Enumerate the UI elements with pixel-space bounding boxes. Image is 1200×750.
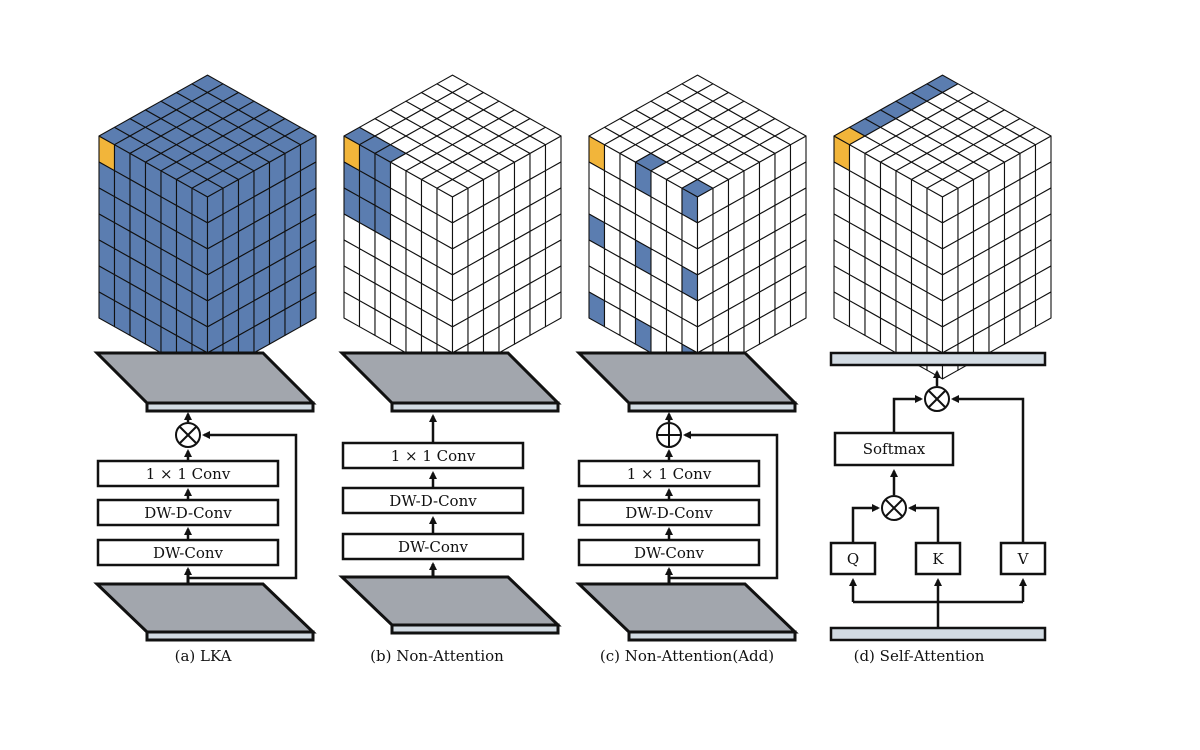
input-plane [338, 575, 562, 635]
dw-conv-label: DW-Conv [634, 544, 705, 562]
input-plane [575, 582, 799, 642]
dw-d-conv-label: DW-D-Conv [144, 504, 232, 522]
output-bar [829, 351, 1047, 367]
output-plane [575, 351, 799, 413]
conv1x1-label: 1 × 1 Conv [391, 447, 476, 465]
conv1x1-box [96, 459, 280, 488]
dw-conv-label: DW-Conv [153, 544, 224, 562]
cube-self-attention [833, 74, 1052, 380]
add-operator [656, 422, 682, 448]
input-plane [93, 582, 317, 642]
conv1x1-box [341, 441, 525, 470]
panel-lka: 1 × 1 Conv DW-D-Conv DW-Conv (a) LKA [93, 351, 317, 665]
caption-lka: (a) LKA [175, 647, 232, 665]
input-bar [829, 626, 1047, 642]
caption-non-attention-add: (c) Non-Attention(Add) [600, 647, 774, 665]
output-plane [338, 351, 562, 413]
cube-lka [98, 74, 317, 380]
dw-conv-box [96, 538, 280, 567]
k-label: K [932, 550, 944, 568]
dw-d-conv-box [577, 498, 761, 527]
panel-non-attention: 1 × 1 Conv DW-D-Conv DW-Conv (b) Non-Att… [338, 351, 562, 665]
q-label: Q [847, 550, 859, 568]
k-box [914, 541, 962, 576]
dw-conv-label: DW-Conv [398, 538, 469, 556]
caption-non-attention: (b) Non-Attention [370, 647, 504, 665]
multiply-operator-mid [881, 495, 907, 521]
conv1x1-label: 1 × 1 Conv [146, 465, 231, 483]
conv1x1-label: 1 × 1 Conv [627, 465, 712, 483]
dw-d-conv-label: DW-D-Conv [625, 504, 713, 522]
multiply-operator [175, 422, 201, 448]
v-label: V [1017, 550, 1030, 568]
dw-conv-box [577, 538, 761, 567]
caption-self-attention: (d) Self-Attention [854, 647, 985, 665]
cube-non-attention [343, 74, 562, 380]
output-plane [93, 351, 317, 413]
dw-d-conv-label: DW-D-Conv [389, 492, 477, 510]
dw-d-conv-box [96, 498, 280, 527]
multiply-operator-top [924, 386, 950, 412]
panel-non-attention-add: 1 × 1 Conv DW-D-Conv DW-Conv (c) Non-Att… [575, 351, 799, 665]
cube-non-attention-add [588, 74, 807, 380]
softmax-label: Softmax [863, 440, 926, 458]
panel-self-attention: Softmax Q K V (d) Self-Attention [829, 351, 1047, 665]
